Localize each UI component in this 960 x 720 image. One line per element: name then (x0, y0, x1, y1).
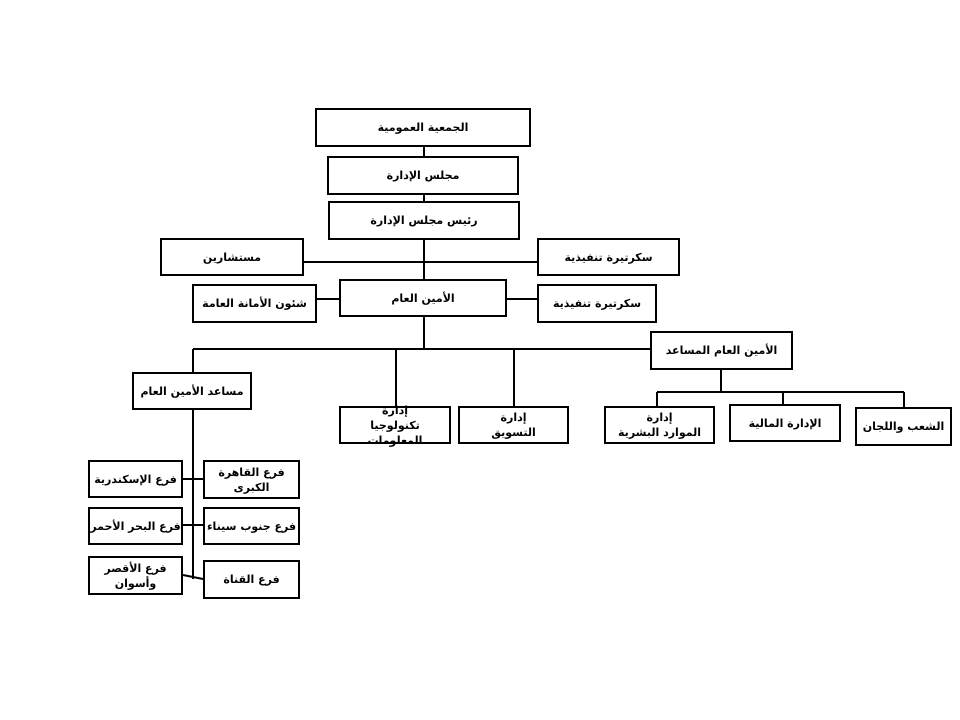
node-advisors: مستشارين (160, 238, 304, 276)
node-exec-secretary-1: سكرتيرة تنفيذية (537, 238, 680, 276)
node-label-line-1: فرع القاهرة (218, 465, 285, 479)
node-label-line-1: إدارة (382, 403, 409, 417)
node-label: الإدارة المالية (748, 416, 822, 430)
node-label: فرع البحر الأحمر (90, 519, 181, 533)
node-label: سكرتيرة تنفيذية (564, 250, 653, 264)
node-label: الشعب واللجان (862, 420, 945, 433)
node-branch-south-sinai: فرع جنوب سيناء (203, 507, 300, 545)
node-exec-secretary-2: سكرتيرة تنفيذية (537, 284, 657, 323)
node-label: الجمعية العمومية (377, 121, 469, 134)
node-marketing-department: إدارة التسويق (458, 406, 569, 444)
node-label-line-1: إدارة (500, 411, 527, 424)
node-label: سكرتيرة تنفيذية (552, 297, 642, 310)
node-label: مستشارين (202, 250, 262, 264)
node-board: مجلس الإدارة (327, 156, 519, 195)
node-label: مساعد الأمين العام (140, 384, 244, 398)
node-branch-canal: فرع القناة (203, 560, 300, 599)
node-secretary-general: الأمين العام (339, 279, 507, 317)
node-label: فرع الإسكندرية (94, 472, 177, 486)
node-label: رئيس مجلس الإدارة (370, 214, 478, 227)
node-general-secretariat-affairs: شئون الأمانة العامة (192, 284, 317, 323)
node-label-line-2: الكبرى (233, 480, 270, 494)
node-label: فرع جنوب سيناء (206, 519, 297, 533)
node-label-line-2: وأسوان (114, 576, 157, 590)
node-divisions-committees: الشعب واللجان (855, 407, 952, 446)
node-assistant-to-secretary-general: مساعد الأمين العام (132, 372, 252, 410)
node-branch-greater-cairo: فرع القاهرة الكبرى (203, 460, 300, 499)
node-assistant-secretary-general: الأمين العام المساعد (650, 331, 793, 370)
node-label-line-2: الموارد البشرية (618, 426, 701, 439)
node-label: شئون الأمانة العامة (202, 297, 307, 310)
node-hr-department: إدارة الموارد البشرية (604, 406, 715, 444)
node-label: مجلس الإدارة (386, 169, 460, 182)
node-label-line-2: تكنولوجيا المعلومات (367, 418, 423, 447)
node-it-department: إدارة تكنولوجيا المعلومات (339, 403, 451, 447)
node-branch-alexandria: فرع الإسكندرية (88, 460, 183, 498)
node-general-assembly: الجمعية العمومية (315, 108, 531, 147)
connector-line (182, 574, 204, 580)
node-board-chairman: رئيس مجلس الإدارة (328, 201, 520, 240)
node-label: الأمين العام المساعد (665, 344, 778, 357)
node-label-line-1: إدارة (646, 411, 673, 424)
node-finance-department: الإدارة المالية (729, 404, 841, 442)
node-label: الأمين العام (391, 291, 455, 305)
node-branch-luxor-aswan: فرع الأقصر وأسوان (88, 556, 183, 595)
node-label-line-1: فرع الأقصر (104, 561, 167, 575)
node-branch-red-sea: فرع البحر الأحمر (88, 507, 183, 545)
node-label-line-2: التسويق (491, 426, 536, 439)
node-label: فرع القناة (223, 573, 280, 586)
